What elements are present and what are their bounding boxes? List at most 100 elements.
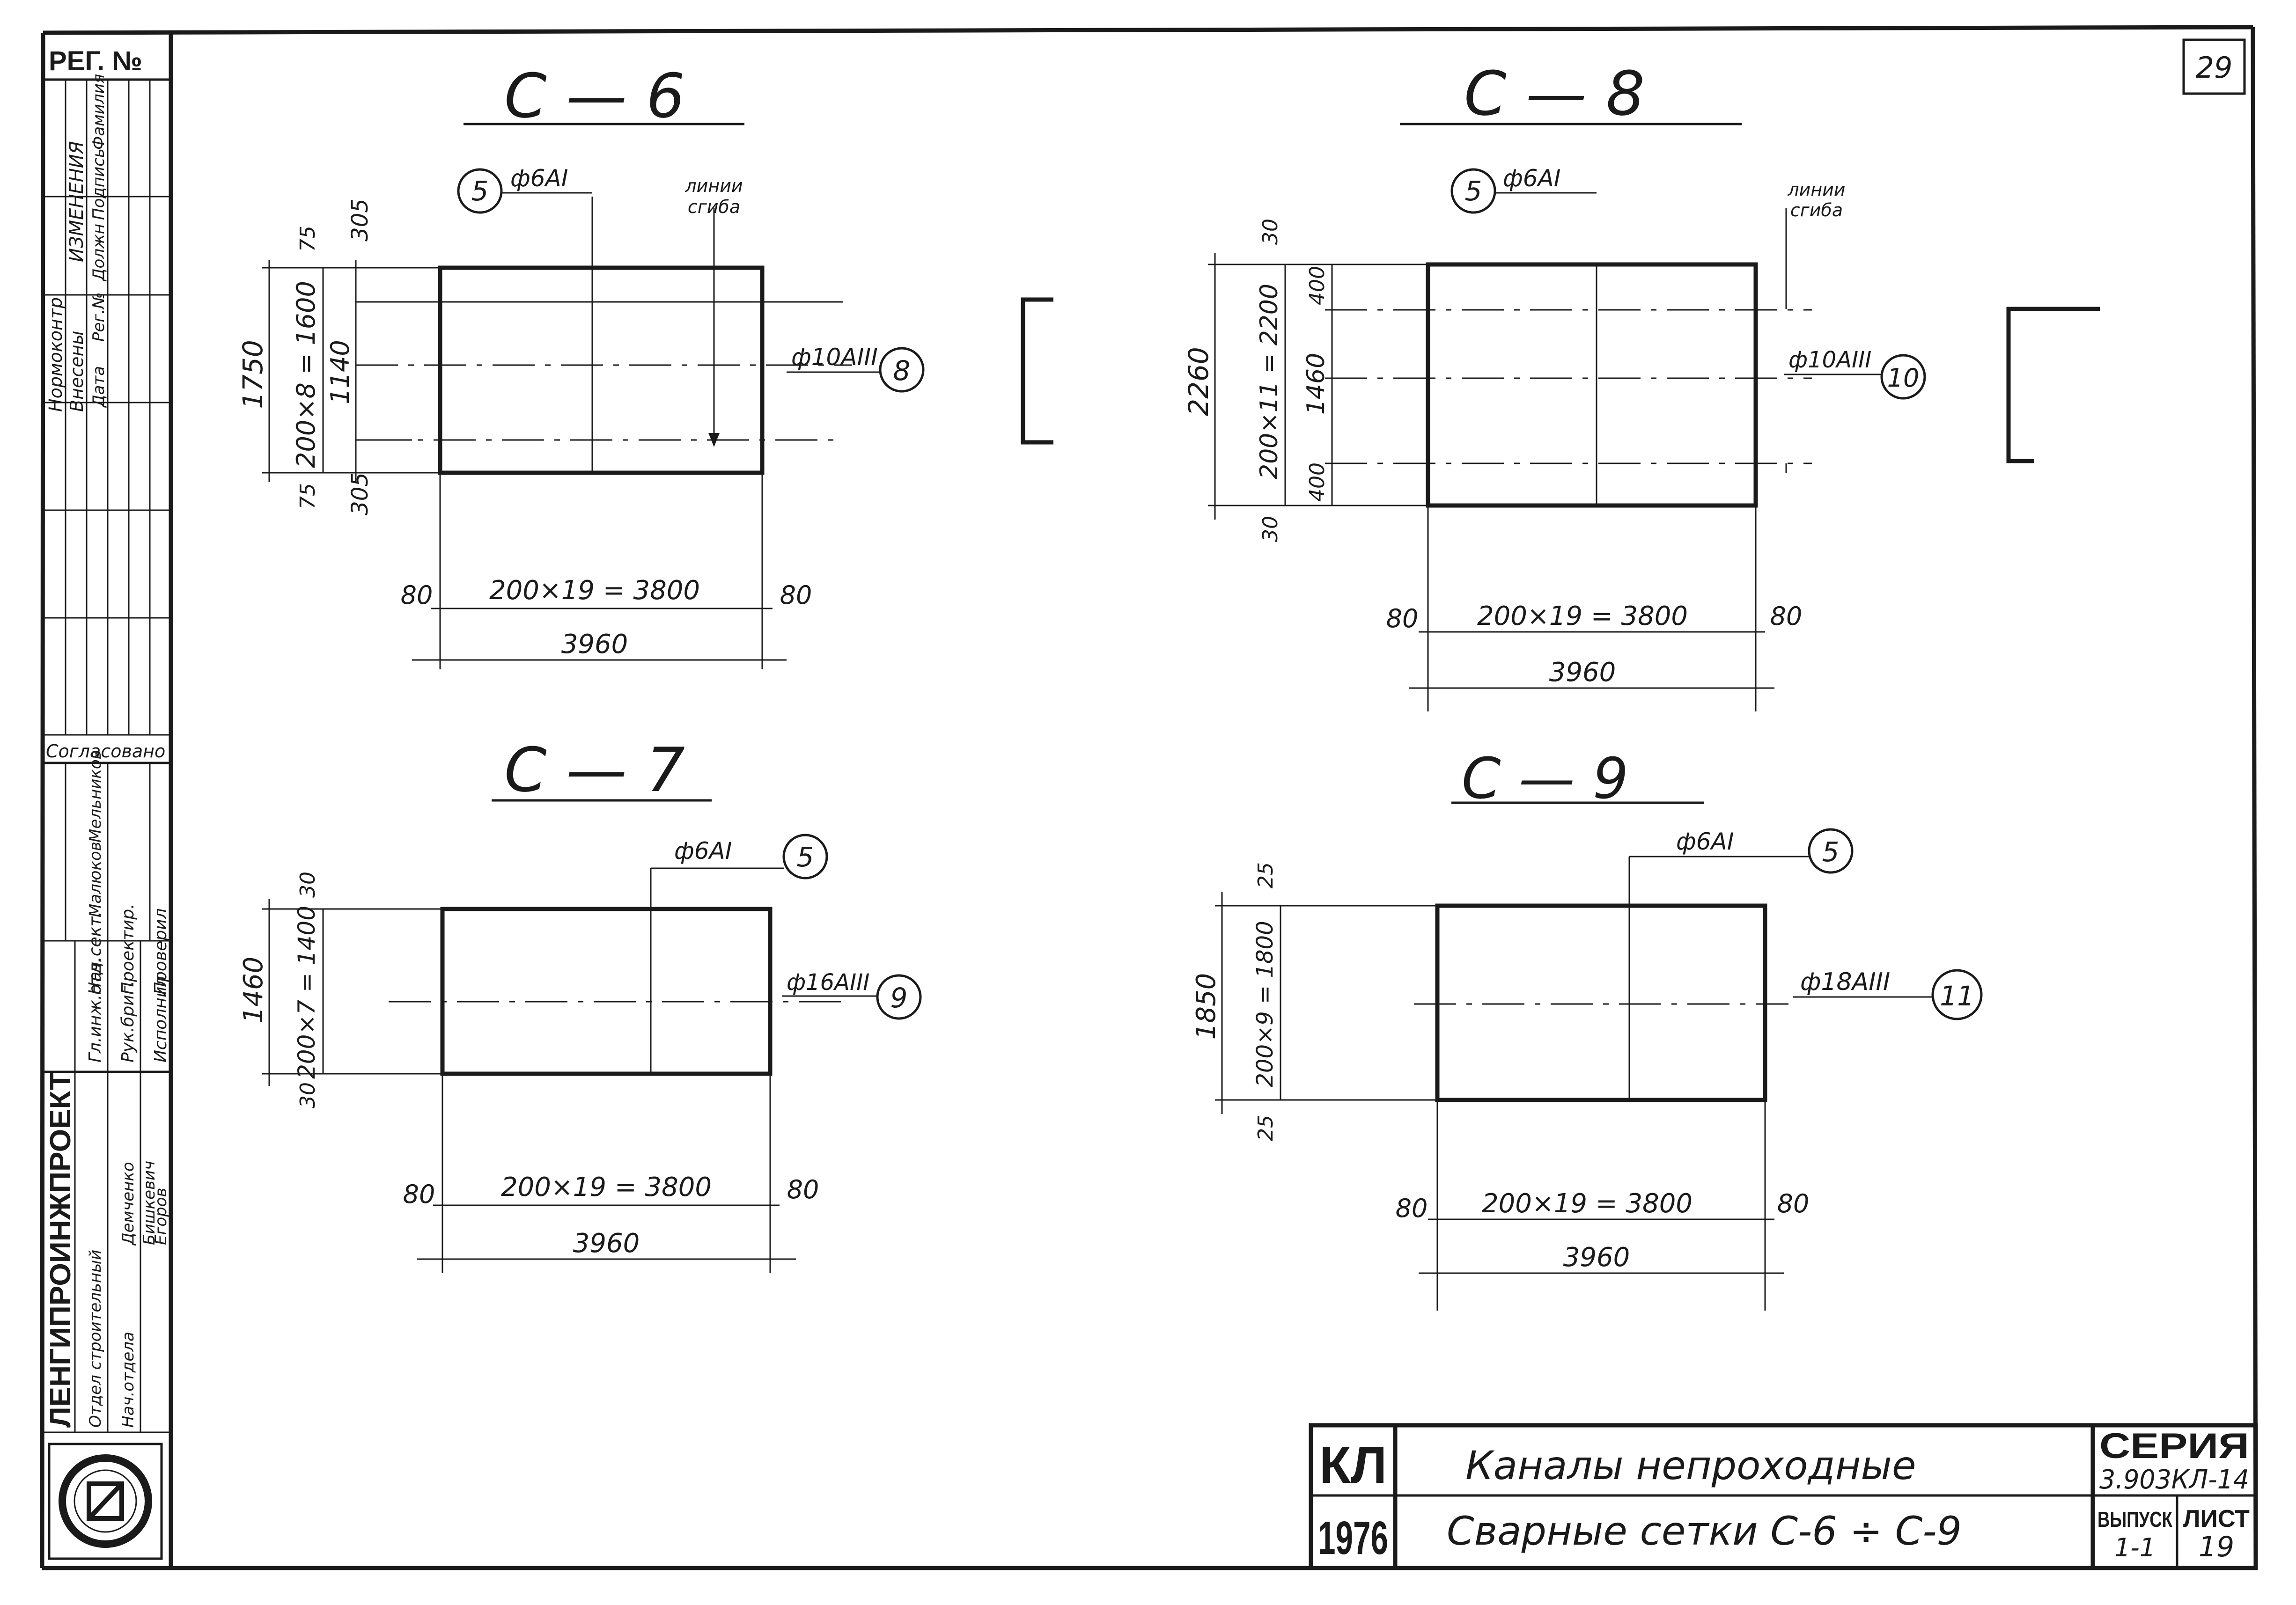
mesh-c6-bend-1: линии [684, 176, 743, 196]
mesh-c8-seg-bot: 400 [1305, 462, 1329, 502]
mesh-c7: С — 7 5 ф6АI 9 ф16АIII 1460 200×7 = 1400… [238, 734, 922, 1273]
org-logo [48, 1443, 163, 1560]
mesh-c9-pos-side: 11 [1940, 980, 1974, 1012]
mesh-c8-seg-top: 400 [1305, 266, 1329, 305]
mesh-c8-dim-mid-v: 1460 [1302, 353, 1330, 415]
mesh-c6-bar-top: ф6АI [510, 165, 568, 192]
mesh-c9-edge-bot: 25 [1254, 1115, 1278, 1141]
mesh-c6-dim-inner-v: 200×8 = 1600 [291, 281, 321, 468]
mesh-c8-bend-2: сгиба [1790, 200, 1843, 220]
mesh-c6-title: С — 6 [504, 60, 685, 132]
org-person-2: Мельников [86, 750, 105, 843]
org-person-1: Малюков [86, 842, 105, 917]
change-col-1: Нормоконтр [45, 297, 66, 412]
reg-label: РЕГ. № [49, 46, 142, 76]
mesh-c9-dim-total-v: 1850 [1191, 973, 1222, 1040]
change-col-2: Внесены [66, 331, 87, 412]
mesh-c6-dim-h-left: 80 [401, 580, 433, 610]
change-col-7: Фамилия [89, 74, 108, 150]
mesh-c9-bar-side: ф18АIII [1800, 968, 1890, 996]
mesh-c7-dim-total-v: 1460 [238, 957, 269, 1024]
tb-issue-value: 1-1 [2114, 1533, 2156, 1562]
left-stamp: РЕГ. № Нормоконтр Внесены Дата Рег.№ Дол… [43, 46, 171, 1560]
mesh-c8-dim-total-v: 2260 [1183, 347, 1214, 416]
sheet-frame [40, 25, 2258, 1570]
org-dept-head: Нач.отдела [119, 1332, 138, 1428]
org-dept: Отдел строительный [86, 1250, 105, 1428]
org-name: ЛЕНГИПРОИНЖПРОЕКТ [44, 1072, 77, 1428]
change-col-3: Дата [89, 366, 108, 408]
org-role-6: Проверил [151, 908, 170, 995]
mesh-c9-dim-inner-v: 200×9 = 1800 [1252, 921, 1278, 1087]
mesh-c9-edge-top: 25 [1254, 862, 1278, 888]
org-role-1: Гл.инж.отд. [86, 957, 105, 1063]
mesh-c7-dim-h-inner: 200×19 = 3800 [501, 1172, 712, 1202]
org-person-3: Демченко [119, 1162, 138, 1246]
sheet-number-box: 29 [2182, 38, 2246, 95]
tb-code: КЛ [1319, 1436, 1387, 1494]
mesh-c6-off-top: 305 [347, 198, 373, 242]
mesh-c9-pos-top: 5 [1822, 836, 1840, 868]
tb-sheet-value: 19 [2199, 1531, 2234, 1563]
mesh-c7-dim-h-left: 80 [403, 1180, 435, 1209]
mesh-c6: С — 6 5 ф6АI линии сгиба 8 ф10АIII 1750 … [237, 60, 1053, 669]
mesh-c9-title: С — 9 [1462, 747, 1628, 812]
org-person-4: Бишкевич [140, 1161, 159, 1245]
mesh-c8-edge-top: 30 [1258, 219, 1282, 245]
change-col-5: Должн [89, 224, 108, 282]
mesh-c6-dim-h-total: 3960 [561, 629, 628, 660]
org-role-3: Рук.бриг. [118, 981, 138, 1063]
agreed-label: Согласовано [46, 741, 165, 762]
mesh-c6-dim-h-inner: 200×19 = 3800 [489, 575, 700, 606]
mesh-c8-title: С — 8 [1464, 58, 1645, 129]
change-col-4: Рег.№ [89, 293, 108, 342]
mesh-c8-edge-bot: 30 [1258, 516, 1282, 542]
mesh-c8-bar-top: ф6АI [1503, 165, 1561, 192]
mesh-c6-edge-bot: 75 [296, 483, 320, 509]
sheet-number: 29 [2196, 51, 2233, 85]
mesh-c7-title: С — 7 [504, 734, 685, 806]
mesh-c8-bend-1: линии [1787, 179, 1845, 200]
mesh-c6-pos-top: 5 [471, 175, 489, 207]
mesh-c8-dim-h-right: 80 [1770, 601, 1803, 631]
mesh-c7-dim-h-right: 80 [787, 1175, 819, 1204]
mesh-c7-dim-inner-v: 200×7 = 1400 [293, 906, 320, 1079]
mesh-c6-dim-h-right: 80 [780, 580, 812, 610]
org-role-5: Исполнил [151, 976, 170, 1063]
title-block: КЛ 1976 Каналы непроходные Сварные сетки… [1309, 1423, 2258, 1570]
org-person-5: Егоров [152, 1187, 170, 1245]
mesh-c6-dim-mid-v: 1140 [325, 340, 355, 404]
mesh-c7-dim-h-total: 3960 [573, 1228, 640, 1259]
mesh-c9-bar-top: ф6АI [1676, 828, 1734, 855]
mesh-c9: С — 9 5 ф6АI 11 ф18АIII 1850 200×9 = 180… [1191, 747, 1983, 1311]
tb-series-label: СЕРИЯ [2099, 1426, 2249, 1466]
mesh-c6-bar-side: ф10АIII [791, 344, 878, 371]
mesh-c9-dim-h-total: 3960 [1563, 1242, 1630, 1273]
tb-title-1: Каналы непроходные [1465, 1443, 1916, 1488]
mesh-c8: С — 8 5 ф6АI линии сгиба 10 ф10АIII 2260… [1183, 58, 2100, 711]
mesh-c8-dim-h-left: 80 [1386, 604, 1419, 633]
mesh-c8-bar-side: ф10АIII [1788, 347, 1871, 373]
mesh-c9-dim-h-inner: 200×19 = 3800 [1482, 1188, 1693, 1219]
mesh-c6-pos-side: 8 [893, 355, 911, 387]
mesh-c7-edge-bot: 30 [296, 1082, 320, 1108]
org-role-2: Нач.сект. [86, 911, 105, 995]
mesh-c7-pos-top: 5 [797, 841, 814, 873]
mesh-c8-dim-h-inner: 200×19 = 3800 [1477, 601, 1688, 631]
mesh-c8-pos-side: 10 [1887, 363, 1920, 393]
mesh-c6-edge-top: 75 [296, 226, 320, 252]
mesh-c9-dim-h-left: 80 [1396, 1194, 1428, 1223]
tb-sheet-label: ЛИСТ [2183, 1505, 2250, 1532]
org-role-4: Проектир. [118, 903, 138, 995]
mesh-c8-dim-inner-v: 200×11 = 2200 [1255, 284, 1283, 479]
changes-header: ИЗМЕНЕНИЯ [66, 141, 88, 263]
mesh-c7-bar-top: ф6АI [674, 837, 732, 865]
mesh-c9-dim-h-right: 80 [1777, 1189, 1810, 1218]
tb-issue-label: ВЫПУСК [2097, 1507, 2173, 1532]
mesh-c7-pos-side: 9 [890, 982, 908, 1014]
tb-title-2: Сварные сетки С-6 ÷ С-9 [1447, 1508, 1962, 1554]
change-col-6: Подпись [89, 148, 108, 220]
mesh-c8-pos-top: 5 [1465, 175, 1482, 207]
mesh-c6-dim-total-v: 1750 [237, 340, 269, 409]
